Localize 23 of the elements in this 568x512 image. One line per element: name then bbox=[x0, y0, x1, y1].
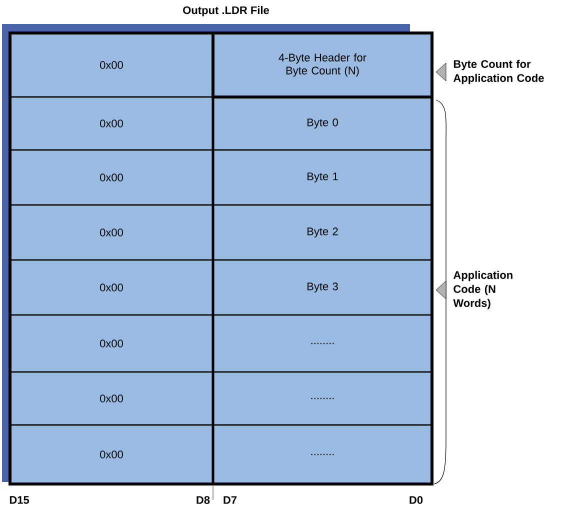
side-label: Application Code (N Words) bbox=[453, 270, 512, 310]
memory-cell: Byte 1 bbox=[212, 149, 433, 206]
memory-cell: 0x00 bbox=[9, 424, 214, 485]
memory-cell: 0x00 bbox=[9, 314, 214, 373]
memory-cell: 0x00 bbox=[9, 32, 214, 98]
memory-cell: Byte 2 bbox=[212, 204, 433, 261]
memory-cell: ........ bbox=[212, 314, 433, 373]
bit-label: D15 bbox=[10, 496, 30, 504]
memory-cell: ........ bbox=[212, 424, 433, 485]
side-label: Byte Count for Application Code bbox=[453, 60, 544, 84]
memory-cell: Byte 3 bbox=[212, 259, 433, 316]
bit-label: D7 bbox=[224, 496, 237, 504]
memory-cell: 0x00 bbox=[9, 371, 214, 426]
bit-label: D8 bbox=[196, 496, 210, 504]
memory-cell: Byte 0 bbox=[212, 96, 433, 151]
bit-label: D0 bbox=[410, 496, 423, 504]
memory-cell: 0x00 bbox=[9, 149, 214, 206]
memory-cell: ........ bbox=[212, 371, 433, 426]
memory-cell: 0x00 bbox=[9, 204, 214, 261]
memory-cell: 0x00 bbox=[9, 96, 214, 151]
memory-cell: 0x00 bbox=[9, 259, 214, 316]
title: Output .LDR File bbox=[183, 6, 269, 16]
memory-cell: 4-Byte Header for Byte Count (N) bbox=[212, 32, 433, 98]
